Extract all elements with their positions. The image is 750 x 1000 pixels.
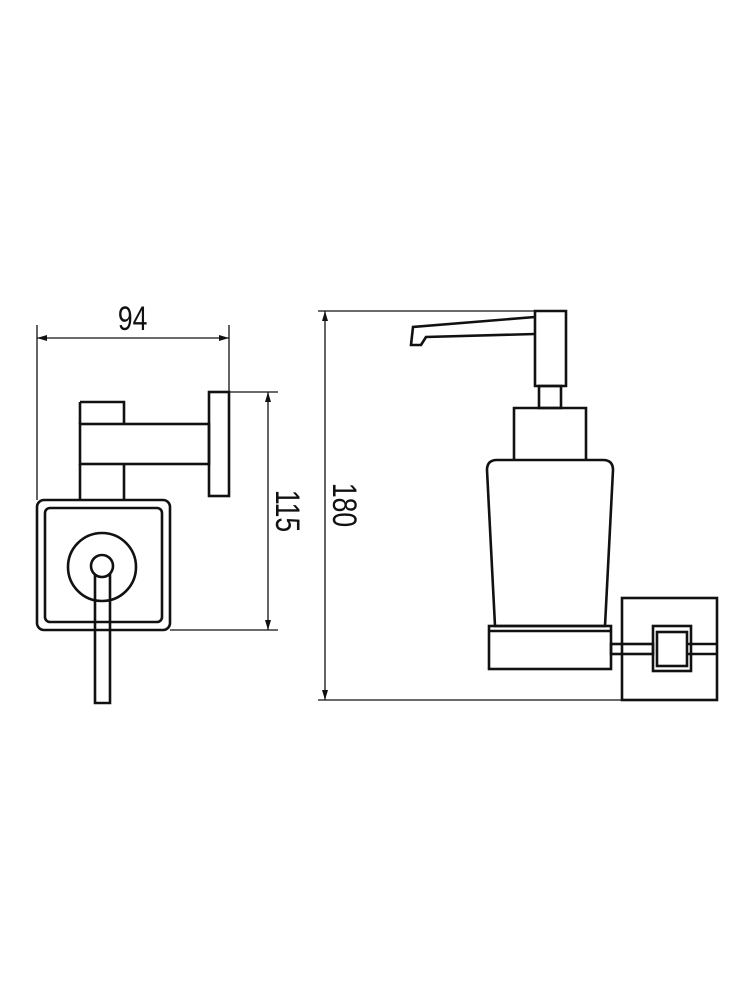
support-arm	[78, 422, 211, 466]
mount-block-inner	[655, 630, 689, 668]
plan-view: 94 115	[35, 300, 306, 705]
holder-outer-frame	[35, 498, 172, 632]
width-dimension-label: 94	[118, 300, 148, 338]
width-dimension: 94	[36, 300, 230, 500]
holder-arm	[609, 642, 655, 656]
elevation-view: 180	[318, 309, 719, 702]
pump-collar	[512, 406, 588, 460]
wall-plate-front	[620, 596, 719, 702]
spout-nozzle	[409, 315, 536, 347]
spout-top	[93, 574, 112, 705]
pump-stem	[537, 384, 563, 410]
holder-inner-frame	[43, 506, 164, 624]
bottle-body	[485, 458, 615, 628]
holder-cup	[487, 624, 613, 671]
wall-plate-side	[207, 390, 231, 498]
mount-block	[651, 624, 693, 673]
depth-dimension: 115	[170, 391, 306, 631]
pump-top-circle	[89, 553, 115, 579]
depth-dimension-label: 115	[268, 490, 306, 532]
height-dimension: 180	[318, 310, 622, 701]
height-dimension-label: 180	[325, 483, 363, 527]
vertical-post	[78, 400, 126, 500]
pump-spout	[533, 309, 568, 388]
bottle-top-circle	[66, 531, 138, 603]
